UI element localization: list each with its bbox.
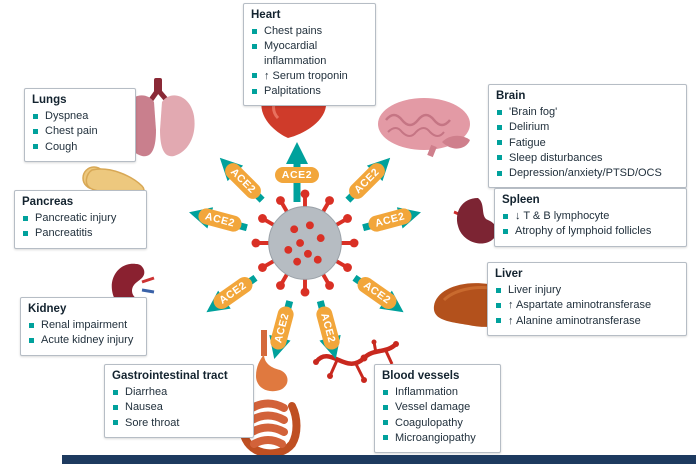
- brain-panel-title: Brain: [496, 90, 526, 102]
- pancreas-panel: Pancreas Pancreatic injury Pancreatitis: [14, 190, 147, 249]
- pancreas-icon: [82, 166, 145, 198]
- list-item: Pancreatic injury: [22, 211, 139, 225]
- list-item: Myocardial inflammation: [251, 39, 368, 68]
- blood-vessels-icon: [313, 339, 399, 383]
- kidney-panel-title: Kidney: [28, 303, 67, 315]
- list-item: Depression/anxiety/PTSD/OCS: [496, 166, 679, 180]
- list-item: ↑ Serum troponin: [251, 69, 368, 83]
- list-item: Sleep disturbances: [496, 151, 679, 165]
- list-item: Inflammation: [382, 385, 493, 399]
- list-item: Dyspnea: [32, 109, 128, 123]
- ace2-badge-heart: ACE2: [275, 167, 319, 183]
- list-item: Renal impairment: [28, 318, 139, 332]
- brain-panel: Brain 'Brain fog' Delirium Fatigue Sleep…: [488, 84, 687, 189]
- liver-panel-title: Liver: [495, 268, 523, 280]
- liver-panel: Liver Liver injury ↑ Aspartate aminotran…: [487, 262, 687, 336]
- list-item: Nausea: [112, 400, 246, 414]
- gastrointestinal-panel: Gastrointestinal tract Diarrhea Nausea S…: [104, 364, 254, 438]
- lungs-panel-title: Lungs: [32, 94, 67, 106]
- list-item: ↓ T & B lymphocyte: [502, 209, 679, 223]
- spleen-icon: [453, 198, 497, 244]
- intestines-icon: [238, 330, 301, 456]
- spleen-panel-title: Spleen: [502, 194, 540, 206]
- blood-vessels-panel: Blood vessels Inflammation Vessel damage…: [374, 364, 501, 454]
- lungs-panel: Lungs Dyspnea Chest pain Cough: [24, 88, 136, 162]
- list-item: Coagulopathy: [382, 416, 493, 430]
- virus-icon: [251, 189, 359, 297]
- heart-panel-title: Heart: [251, 9, 281, 21]
- list-item: Microangiopathy: [382, 431, 493, 445]
- kidney-panel: Kidney Renal impairment Acute kidney inj…: [20, 297, 147, 356]
- list-item: Delirium: [496, 120, 679, 134]
- list-item: ↑ Aspartate aminotransferase: [495, 298, 679, 312]
- list-item: Diarrhea: [112, 385, 246, 399]
- list-item: Atrophy of lymphoid follicles: [502, 224, 679, 238]
- list-item: Pancreatitis: [22, 226, 139, 240]
- spleen-panel: Spleen ↓ T & B lymphocyte Atrophy of lym…: [494, 188, 687, 247]
- footer-bar: [62, 455, 696, 464]
- list-item: Palpitations: [251, 84, 368, 98]
- heart-panel: Heart Chest pains Myocardial inflammatio…: [243, 3, 376, 107]
- brain-icon: [378, 98, 470, 158]
- list-item: Sore throat: [112, 416, 246, 430]
- list-item: Chest pain: [32, 124, 128, 138]
- list-item: ↑ Alanine aminotransferase: [495, 314, 679, 328]
- list-item: Chest pains: [251, 24, 368, 38]
- list-item: Fatigue: [496, 136, 679, 150]
- list-item: Vessel damage: [382, 400, 493, 414]
- list-item: Acute kidney injury: [28, 333, 139, 347]
- list-item: 'Brain fog': [496, 105, 679, 119]
- blood-vessels-panel-title: Blood vessels: [382, 370, 460, 382]
- list-item: Liver injury: [495, 283, 679, 297]
- list-item: Cough: [32, 140, 128, 154]
- pancreas-panel-title: Pancreas: [22, 196, 74, 208]
- gastrointestinal-panel-title: Gastrointestinal tract: [112, 370, 228, 382]
